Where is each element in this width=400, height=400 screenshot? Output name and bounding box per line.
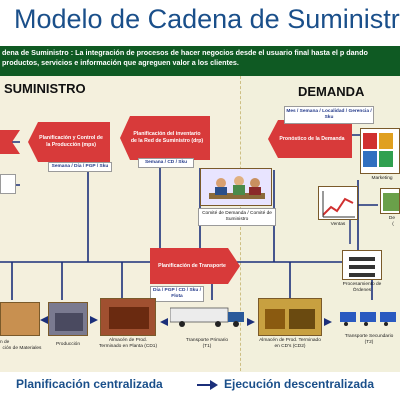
marketing-image bbox=[360, 128, 400, 174]
demand-right-label-2: ( bbox=[392, 222, 394, 227]
drp-planning-arrow: Planificación del inventario de la Red d… bbox=[120, 116, 210, 160]
plant-warehouse-image bbox=[100, 298, 156, 336]
transport-planning-arrow: Planificación de Transporte bbox=[150, 248, 240, 284]
marketing-label: Marketing bbox=[371, 176, 393, 181]
secondary-transport-label: Transporte Secundario (T2) bbox=[344, 334, 394, 345]
materials-label: ción de Materiales bbox=[2, 346, 42, 351]
supply-section-label: SUMINISTRO bbox=[4, 81, 86, 96]
drp-tag: Semana / CD / Sku bbox=[138, 158, 194, 168]
demand-section-label: DEMANDA bbox=[298, 84, 365, 99]
demand-right-label: De bbox=[388, 216, 396, 221]
transport-tag: Día / PGP / CD / Sku / Flota bbox=[150, 286, 204, 302]
materials-image bbox=[0, 302, 40, 336]
committee-box: Comité de Demanda / Comité de Suministro bbox=[198, 208, 276, 226]
demand-forecast-arrow: Pronóstico de la Demanda bbox=[268, 120, 352, 158]
left-partial-arrow bbox=[0, 130, 20, 154]
secondary-transport-trucks bbox=[338, 306, 400, 332]
decentralized-execution-label: Ejecución descentralizada bbox=[224, 377, 375, 391]
mps-tag: Semana / Día / PGP / Sku bbox=[48, 162, 112, 172]
production-label: Producción bbox=[56, 342, 80, 347]
plant-warehouse-label: Almacén de Prod. Terminado en Planta (CD… bbox=[98, 338, 158, 349]
sales-chart-image bbox=[318, 186, 358, 220]
definition-text: dena de Suministro : La integración de p… bbox=[2, 48, 368, 67]
centralized-planning-label: Planificación centralizada bbox=[16, 377, 163, 391]
committee-meeting-illustration bbox=[200, 168, 272, 206]
definition-band bbox=[0, 46, 400, 76]
primary-transport-label: Transporte Primario (T1) bbox=[185, 338, 229, 349]
page-title: Modelo de Cadena de Suministro bbox=[14, 4, 400, 34]
cd-warehouse-image bbox=[258, 298, 322, 336]
title-bar bbox=[0, 0, 400, 44]
bottom-arrow-icon bbox=[197, 380, 218, 390]
sales-label: Ventas bbox=[330, 222, 346, 227]
demand-tag: Mes / Semana / Localidad / Gerencia / Sk… bbox=[284, 106, 374, 124]
cd-warehouse-label: Almacén de Prod. Terminado en CD's (CD2) bbox=[259, 338, 321, 349]
demand-right-image bbox=[380, 188, 400, 214]
order-processing-label: Procesamiento de Órdenes bbox=[342, 282, 382, 293]
production-image bbox=[48, 302, 88, 336]
materials-label-prefix: n de bbox=[0, 340, 10, 345]
order-processing-image bbox=[342, 250, 382, 280]
left-partial-box bbox=[0, 174, 16, 194]
primary-transport-truck bbox=[169, 306, 246, 328]
mps-planning-arrow: Planificación y Control de la Producción… bbox=[28, 122, 110, 162]
